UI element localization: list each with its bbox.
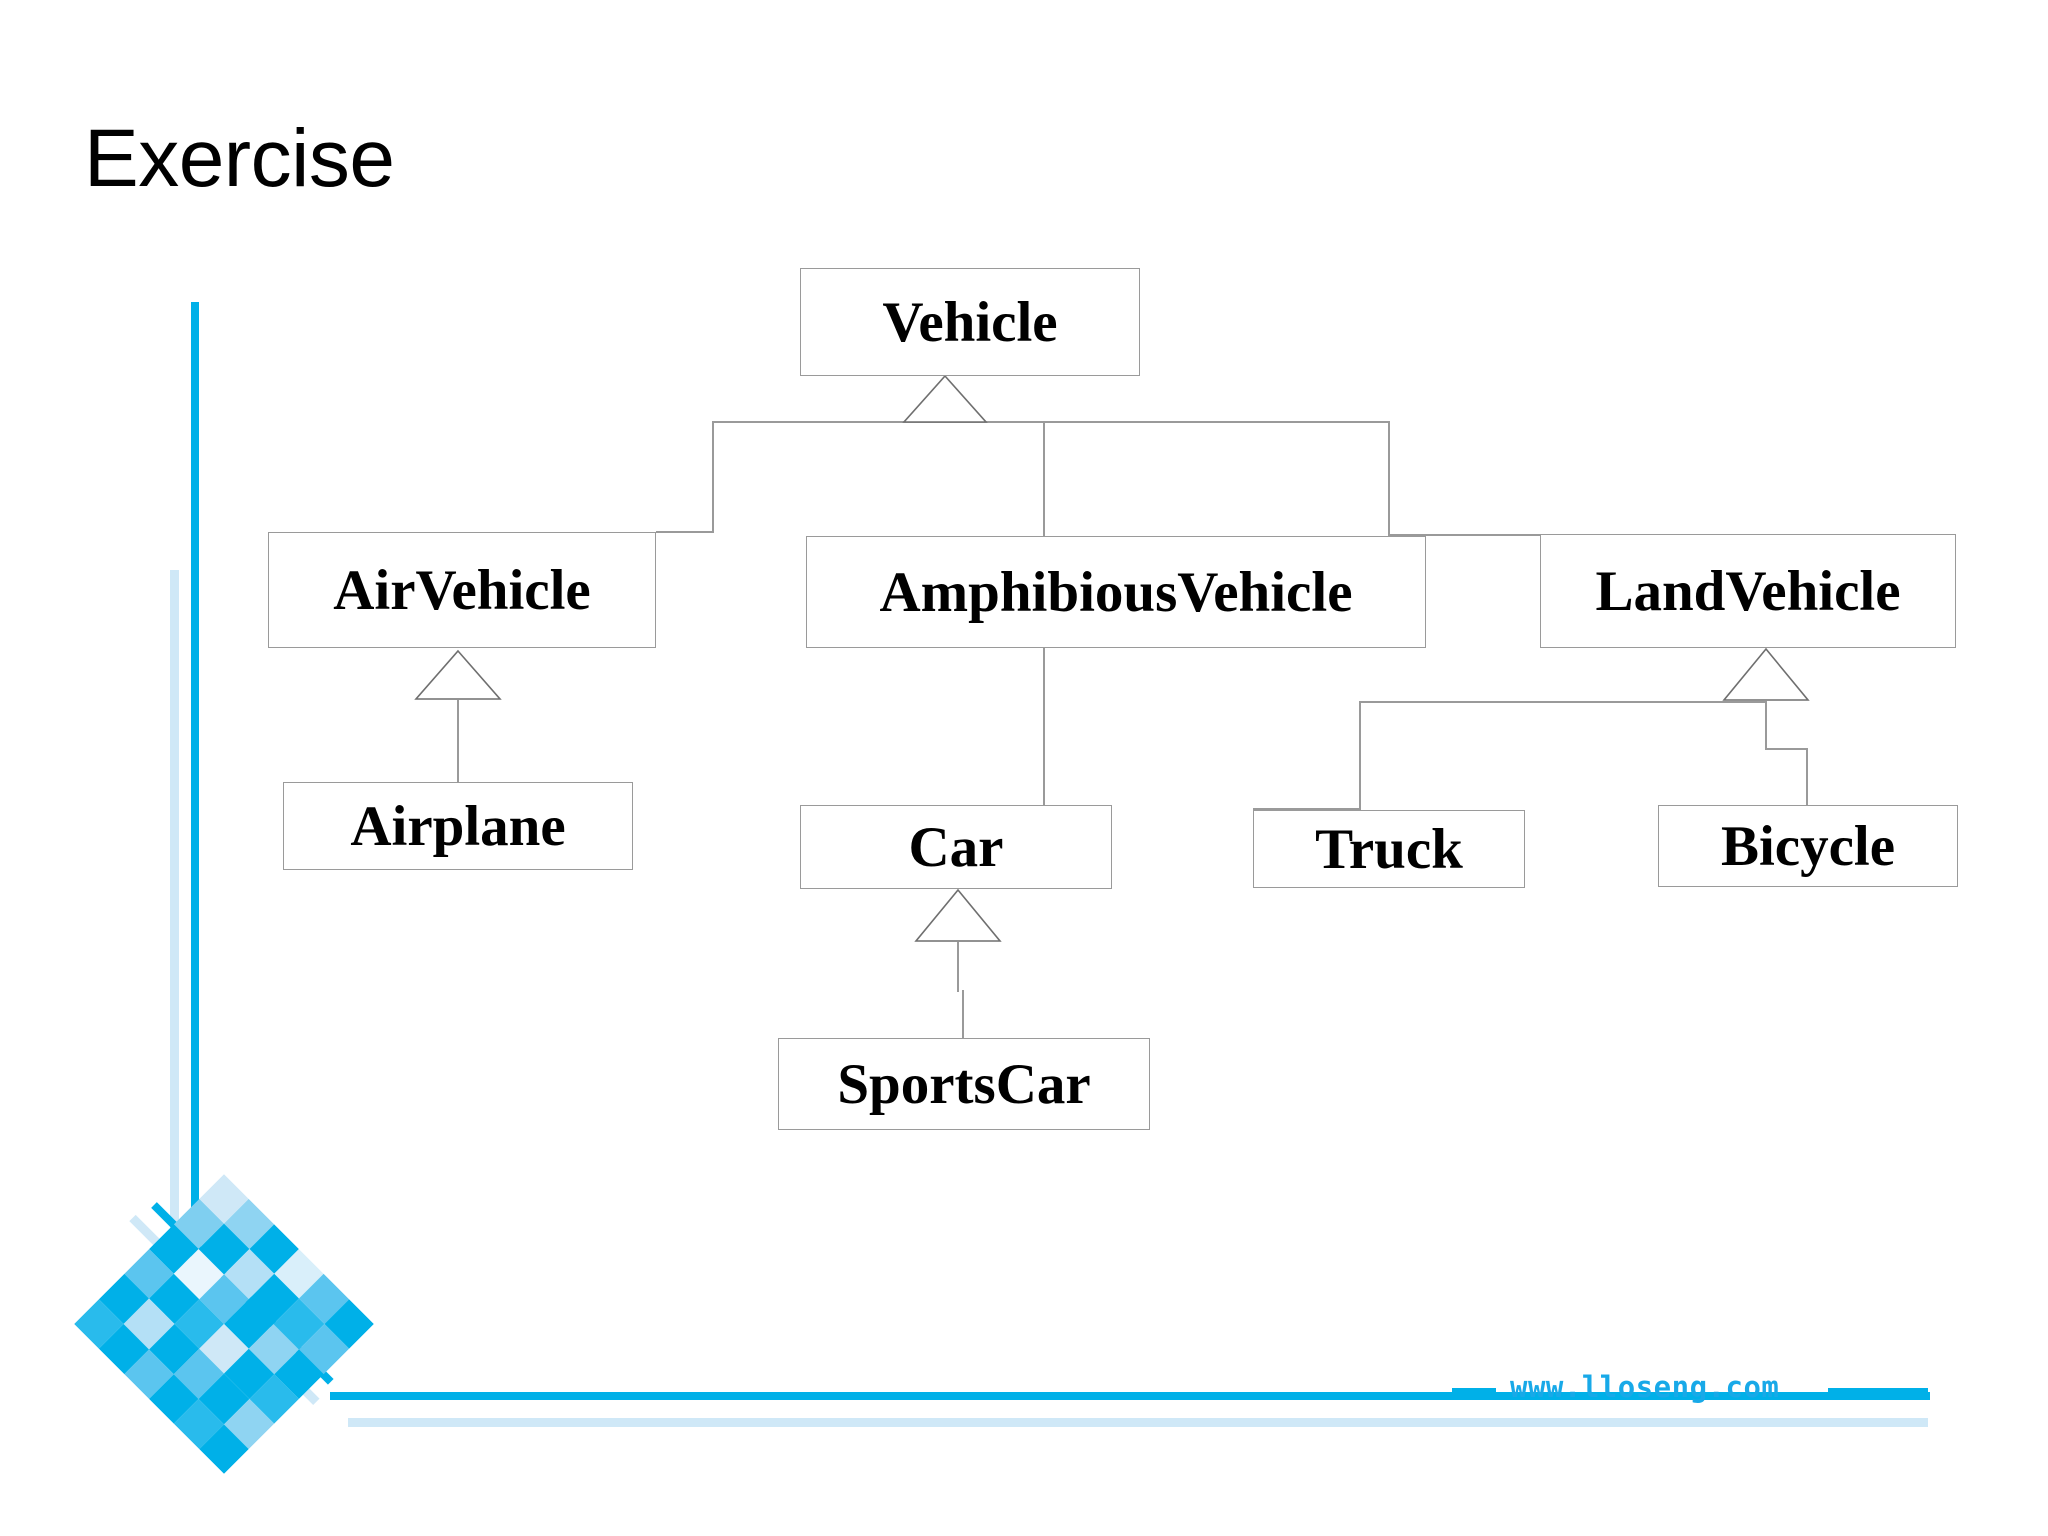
connector-landvehicle-to-truck-drop [1359,701,1361,809]
class-box-bicycle[interactable]: Bicycle [1658,805,1958,887]
footer-url-text: www.lloseng.com [1510,1370,1780,1404]
footer-rule-left [1452,1388,1496,1397]
page-title: Exercise [84,113,395,204]
class-label-airvehicle: AirVehicle [333,558,591,622]
class-label-airplane: Airplane [350,794,566,858]
connector-landvehicle-spine [1360,701,1766,703]
class-box-car[interactable]: Car [800,805,1112,889]
connector-truck-stub [1253,808,1361,810]
class-label-vehicle: Vehicle [882,290,1058,354]
accent-bar-vertical-pale [170,570,179,1262]
generalization-triangle-landvehicle [1722,647,1810,702]
connector-landvehicle-stub [1388,534,1542,536]
connector-amphibiousvehicle-to-car [1043,648,1045,806]
class-box-amphibiousvehicle[interactable]: AmphibiousVehicle [806,536,1426,648]
connector-airvehicle-stub [656,531,714,533]
connector-landvehicle-to-bicycle-drop-lower [1806,748,1808,807]
class-label-car: Car [908,815,1004,879]
connector-vehicle-to-amphibiousvehicle [1043,421,1045,537]
connector-vehicle-spine [713,421,1389,423]
class-box-sportscar[interactable]: SportsCar [778,1038,1150,1130]
mosaic-diamond-logo [74,1174,374,1474]
class-label-landvehicle: LandVehicle [1595,559,1901,623]
class-box-airvehicle[interactable]: AirVehicle [268,532,656,648]
accent-bar-horizontal-bright [330,1392,1930,1400]
connector-bicycle-jog [1765,748,1807,750]
connector-vehicle-to-landvehicle [1388,421,1390,535]
class-box-vehicle[interactable]: Vehicle [800,268,1140,376]
class-box-airplane[interactable]: Airplane [283,782,633,870]
class-label-bicycle: Bicycle [1720,814,1896,878]
accent-bar-vertical-bright [191,302,199,1258]
connector-vehicle-to-airvehicle [712,421,714,532]
connector-airvehicle-to-airplane [457,700,459,784]
class-box-landvehicle[interactable]: LandVehicle [1540,534,1956,648]
class-box-truck[interactable]: Truck [1253,810,1525,888]
connector-car-to-sportscar-lower [962,990,964,1040]
class-label-amphibiousvehicle: AmphibiousVehicle [879,560,1353,624]
class-label-truck: Truck [1315,817,1463,881]
footer-rule-right [1828,1388,1928,1397]
accent-bar-horizontal-pale [348,1418,1928,1427]
class-label-sportscar: SportsCar [837,1052,1091,1116]
generalization-triangle-airvehicle [414,649,502,701]
connector-car-to-sportscar-upper [957,942,959,992]
generalization-triangle-vehicle [902,374,988,424]
connector-landvehicle-to-bicycle-drop-upper [1765,701,1767,749]
generalization-triangle-car [914,888,1002,943]
